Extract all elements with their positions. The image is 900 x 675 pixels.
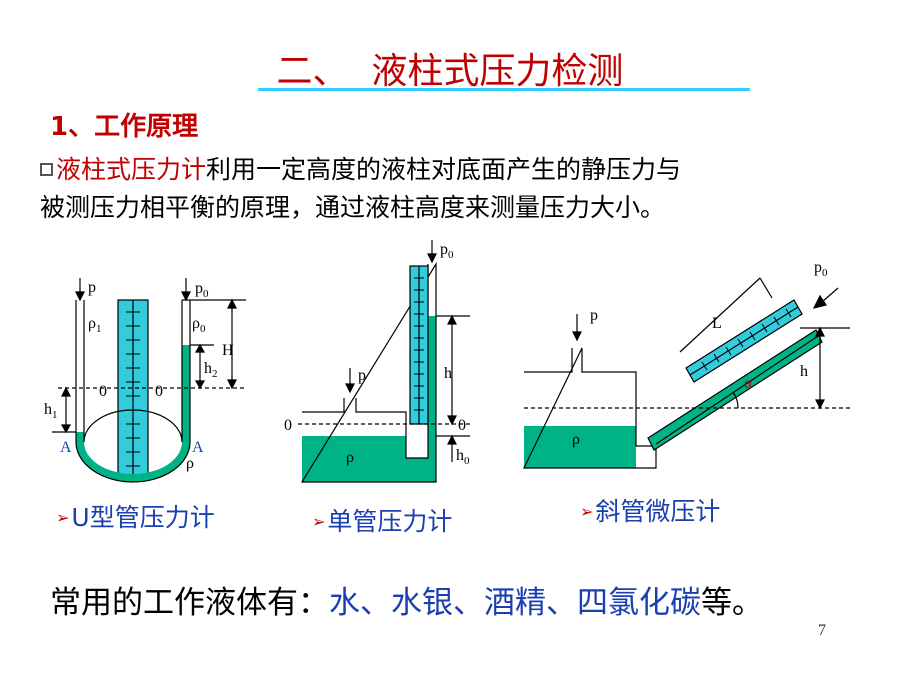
u-tube-labels: p p0 ρ1 ρ0 H h2 h1 0 0 A A ρ [44, 279, 234, 472]
inclined-label-p: p [590, 307, 598, 324]
inclined-label-alpha: α [744, 375, 753, 392]
u-label-rho0: ρ0 [192, 315, 206, 335]
caption-arrow-icon: ➢ [56, 508, 70, 527]
u-label-zero-right: 0 [155, 383, 163, 400]
caption-u-tube: ➢U型管压力计 [56, 498, 215, 534]
single-label-h: h [444, 365, 452, 382]
u-label-A-right: A [192, 439, 204, 456]
caption-single-tube: ➢单管压力计 [312, 502, 452, 538]
u-tube-manometer [52, 278, 246, 483]
intro-text-1: 利用一定高度的液柱对底面产生的静压力与 [206, 155, 682, 184]
liquids-list: 水、水银、酒精、四氯化碳 [329, 585, 701, 621]
u-label-H: H [222, 342, 234, 359]
inclined-label-p0: p0 [814, 259, 828, 279]
working-liquids-line: 常用的工作液体有：水、水银、酒精、四氯化碳等。 [50, 577, 763, 622]
page-title: 二、 液柱式压力检测 [276, 51, 624, 92]
intro-line-1: 液柱式压力计利用一定高度的液柱对底面产生的静压力与 [40, 150, 681, 186]
single-vessel-liquid [302, 436, 406, 482]
inclined-scale-ruler [685, 299, 803, 383]
inclined-labels: p0 p L h α ρ [572, 259, 828, 448]
liquids-suffix: 等。 [701, 585, 763, 621]
page-number: 7 [818, 622, 826, 639]
u-label-p: p [88, 279, 96, 296]
u-label-h1: h1 [44, 401, 58, 421]
caption-inclined: ➢斜管微压计 [580, 492, 720, 528]
caption-arrow-icon: ➢ [580, 502, 594, 521]
bullet-square-icon [40, 163, 53, 176]
caption-arrow-icon: ➢ [312, 512, 326, 531]
u-label-A-left: A [60, 439, 72, 456]
u-label-rho: ρ [186, 455, 194, 472]
intro-line-2: 被测压力相平衡的原理，通过液柱高度来测量压力大小。 [40, 193, 666, 222]
caption-single-tube-text: 单管压力计 [327, 507, 453, 536]
single-label-zero-right: 0 [458, 417, 466, 434]
intro-highlight: 液柱式压力计 [56, 155, 207, 184]
inclined-label-rho: ρ [572, 431, 580, 448]
single-label-p0: p0 [440, 241, 454, 261]
single-tube-labels: p0 p h 0 0 ρ h0 [284, 241, 470, 467]
inclined-manometer [523, 277, 850, 469]
u-label-rho1: ρ1 [88, 315, 101, 335]
u-label-p0: p0 [195, 280, 209, 300]
u-label-zero-left: 0 [99, 383, 107, 400]
single-label-zero-left: 0 [284, 417, 292, 434]
caption-u-tube-text: U型管压力计 [71, 503, 215, 532]
single-label-h0: h0 [456, 447, 470, 467]
inclined-vessel-liquid [524, 426, 636, 468]
section-heading: 1、工作原理 [50, 112, 199, 142]
single-label-p: p [358, 367, 366, 384]
inclined-label-h: h [800, 363, 808, 380]
title-underline [258, 88, 750, 91]
inclined-label-L: L [712, 315, 722, 332]
single-tube-manometer [298, 240, 470, 483]
liquids-prefix: 常用的工作液体有： [50, 585, 329, 621]
u-label-h2: h2 [204, 360, 218, 380]
caption-inclined-text: 斜管微压计 [595, 497, 721, 526]
single-label-rho: ρ [346, 449, 354, 466]
single-tube-liquid [428, 316, 436, 482]
